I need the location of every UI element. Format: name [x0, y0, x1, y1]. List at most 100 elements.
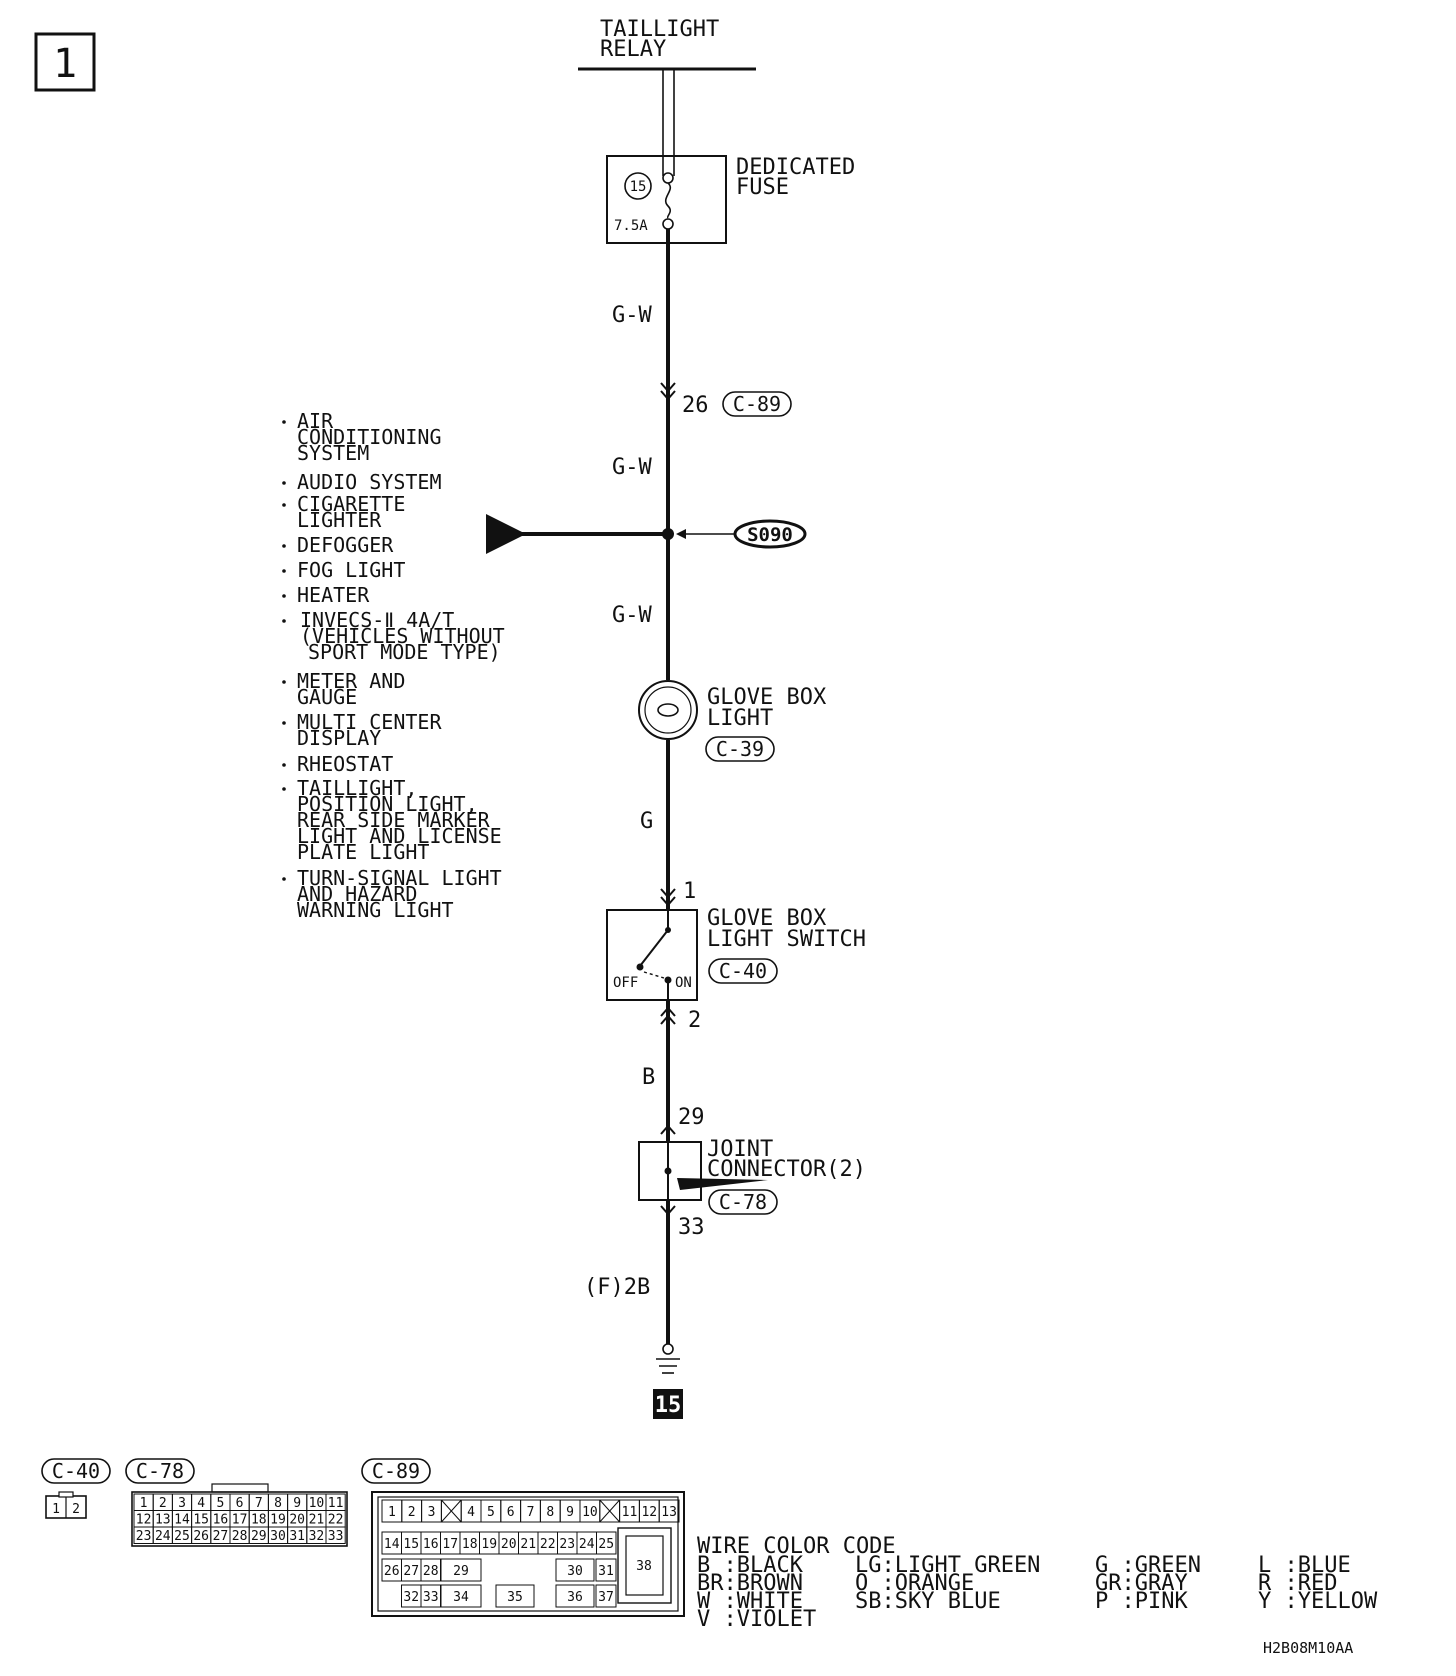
c78-pin: 10: [309, 1496, 325, 1511]
c78-pin: 22: [328, 1513, 344, 1528]
wcc-entry: Y :YELLOW: [1258, 1589, 1378, 1614]
branch-item-line: HEATER: [297, 583, 370, 607]
c78-pin: 12: [136, 1513, 152, 1528]
glove-box-light-switch: 1 OFF ON GLOVE BOX LIGHT SWITCH C-40 2: [606, 879, 866, 1033]
branch-item-line: REAR SIDE MARKER: [297, 808, 491, 832]
branch-item-line: LIGHT AND LICENSE: [297, 824, 502, 848]
c78-pin: 29: [251, 1529, 267, 1544]
branch-item-line: INVECS-Ⅱ 4A/T: [300, 608, 454, 632]
dedicated-fuse: 15 7.5A DEDICATED FUSE: [606, 155, 855, 244]
drawing-code: H2B08M10AA: [1263, 1639, 1353, 1657]
c89-pin: 36: [567, 1590, 583, 1605]
c78-pin: 14: [174, 1513, 190, 1528]
wire-color-f2b: (F)2B: [584, 1275, 650, 1300]
wcc-entry: B :BLACK: [697, 1553, 804, 1578]
ground-symbol: 15: [653, 1343, 683, 1419]
wcc-entry: LG:LIGHT GREEN: [855, 1553, 1040, 1578]
c39-connector-label: C-39: [716, 737, 764, 761]
c89-pin: 25: [598, 1537, 614, 1552]
c89-pin: 35: [507, 1590, 523, 1605]
light-label-line2: LIGHT: [707, 706, 773, 731]
branch-item-line: METER AND: [297, 669, 405, 693]
jc-pin-in: 29: [678, 1105, 705, 1130]
branch-item-line: PLATE LIGHT: [297, 840, 429, 864]
page-number-box: 1: [34, 32, 96, 92]
c89-pin: 34: [453, 1590, 469, 1605]
c89-pin: 23: [559, 1537, 575, 1552]
c89-pin: 22: [540, 1537, 556, 1552]
taillight-relay: TAILLIGHT RELAY: [578, 17, 756, 71]
jc-label-line2: CONNECTOR(2): [707, 1157, 866, 1182]
branch-item-line: SYSTEM: [297, 441, 369, 465]
c78-pin: 8: [274, 1496, 282, 1511]
branch-item-line: SPORT MODE TYPE): [308, 640, 501, 664]
branch-item-line: GAUGE: [297, 685, 357, 709]
c78-connector-label: C-78: [719, 1190, 767, 1214]
wcc-entry: G :GREEN: [1095, 1553, 1201, 1578]
c78-pin: 17: [232, 1513, 248, 1528]
c89-pin-number: 26: [682, 393, 709, 418]
jc-label-line1: JOINT: [707, 1137, 773, 1162]
wire-color-b: B: [642, 1065, 655, 1090]
wire-color-gw-2: G-W: [612, 455, 652, 480]
branch-item-line: AND HAZARD: [297, 882, 417, 906]
bullet: [282, 721, 286, 725]
c89-pin: 8: [546, 1505, 554, 1520]
bullet: [282, 481, 286, 485]
branch-item-line: AUDIO SYSTEM: [297, 470, 442, 494]
c78-pin: 16: [213, 1513, 229, 1528]
wcc-entry: W :WHITE: [697, 1589, 803, 1614]
branch-item-line: WARNING LIGHT: [297, 898, 454, 922]
branch-item-line: CONDITIONING: [297, 425, 442, 449]
c89-pin: 33: [423, 1590, 439, 1605]
wcc-entry: SB:SKY BLUE: [855, 1589, 1001, 1614]
c89-pin: 16: [423, 1537, 439, 1552]
branch-item-line: RHEOSTAT: [297, 752, 393, 776]
c89-pin: 31: [598, 1564, 614, 1579]
bullet: [282, 569, 286, 573]
bullet: [282, 420, 286, 424]
c89-pin: 13: [661, 1505, 677, 1520]
splice-label: S090: [747, 524, 793, 546]
page-number: 1: [53, 41, 77, 87]
c78-pin: 2: [159, 1496, 167, 1511]
c89-pin: 29: [453, 1564, 469, 1579]
c89-pin: 3: [428, 1505, 436, 1520]
c89-pin: 10: [582, 1505, 598, 1520]
jc-pin-out: 33: [678, 1215, 705, 1240]
c89-connector-label: C-89: [733, 392, 781, 416]
relay-label-line2: RELAY: [600, 37, 666, 62]
switch-label-line2: LIGHT SWITCH: [707, 927, 866, 952]
c78-pin: 18: [251, 1513, 267, 1528]
c89-pin: 21: [520, 1537, 536, 1552]
switch-pin-out: 2: [688, 1008, 701, 1033]
fuse-label-line2: FUSE: [736, 175, 789, 200]
relay-label-line1: TAILLIGHT: [600, 17, 719, 42]
branch-item-line: TURN-SIGNAL LIGHT: [297, 866, 502, 890]
c89-pin: 30: [567, 1564, 583, 1579]
fuse-label-line1: DEDICATED: [736, 155, 855, 180]
branch-item-line: POSITION LIGHT,: [297, 792, 478, 816]
branch-item-line: AIR: [297, 409, 334, 433]
bullet: [282, 763, 286, 767]
wcc-title: WIRE COLOR CODE: [697, 1534, 896, 1559]
c78-face-label: C-78: [136, 1459, 184, 1483]
c78-pin: 21: [309, 1513, 325, 1528]
c78-pin: 3: [178, 1496, 186, 1511]
c40-pin-1: 1: [52, 1502, 60, 1517]
c78-pin: 19: [270, 1513, 286, 1528]
c78-pin: 23: [136, 1529, 152, 1544]
switch-off-label: OFF: [613, 975, 638, 991]
branch-item-line: LIGHTER: [297, 508, 382, 532]
bullet: [282, 877, 286, 881]
bullet: [282, 680, 286, 684]
c78-pin: 4: [197, 1496, 205, 1511]
c78-pin: 6: [236, 1496, 244, 1511]
bullet: [282, 594, 286, 598]
wcc-entry: O :ORANGE: [855, 1571, 974, 1596]
c40-face-label: C-40: [52, 1459, 100, 1483]
c78-pin: 7: [255, 1496, 263, 1511]
c78-pin: 13: [155, 1513, 171, 1528]
